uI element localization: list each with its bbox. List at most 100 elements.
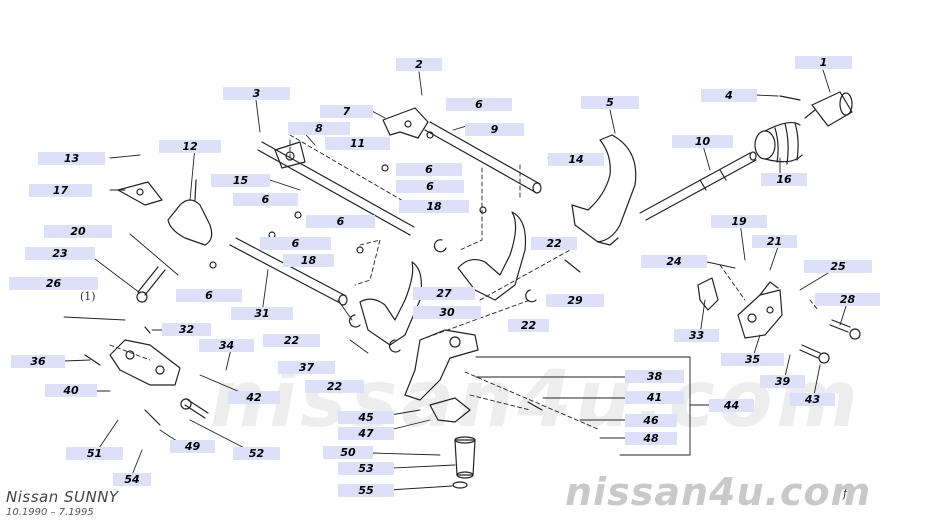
callout-31: 31: [231, 307, 293, 320]
fork-5: [571, 134, 637, 246]
callout-18a: 18: [399, 200, 469, 213]
linkage-42: [109, 339, 181, 386]
fork-30: [359, 261, 422, 346]
clip-22b: [525, 289, 537, 303]
callout-4: 4: [701, 89, 757, 102]
callout-43: 43: [790, 393, 835, 406]
callout-2: 2: [396, 58, 442, 71]
callout-6g: 6: [176, 289, 242, 302]
pin-29: [564, 259, 581, 273]
model-name: Nissan SUNNY: [6, 488, 119, 506]
leader-lines: [37, 69, 849, 492]
shift-rod-upper: [257, 141, 415, 236]
callout-13: 13: [38, 152, 105, 165]
callout-16: 16: [761, 173, 807, 186]
ball-6d: [426, 131, 434, 139]
callout-30: 30: [413, 306, 481, 319]
callout-24: 24: [641, 255, 707, 268]
callout-45: 45: [338, 411, 394, 424]
bolt-28: [829, 319, 861, 340]
model-dates: 10.1990 – 7.1995: [6, 507, 94, 518]
bolt-43: [799, 344, 830, 364]
callout-40: 40: [45, 384, 97, 397]
callout-44: 44: [709, 399, 754, 412]
bracket-33: [697, 277, 719, 311]
callout-9: 9: [465, 123, 524, 136]
callout-28: 28: [815, 293, 880, 306]
ball-6e: [381, 164, 389, 172]
pin-4: [779, 95, 801, 101]
callout-47: 47: [338, 427, 394, 440]
callout-29: 29: [546, 294, 604, 307]
callout-6e: 6: [306, 215, 375, 228]
callout-32: 32: [162, 323, 211, 336]
callout-54: 54: [113, 473, 151, 486]
callout-1: 1: [795, 56, 852, 69]
callout-36: 36: [11, 355, 65, 368]
callout-49: 49: [170, 440, 215, 453]
clip-22d: [389, 339, 401, 353]
bracket-7: [382, 107, 429, 139]
callout-19: 19: [711, 215, 767, 228]
selector-35: [737, 281, 783, 339]
callout-52: 52: [233, 447, 280, 460]
spring-49: [144, 409, 161, 426]
bracket-44: [475, 356, 711, 456]
callout-21: 21: [752, 235, 797, 248]
small-mark: f: [843, 487, 848, 500]
callout-15: 15: [211, 174, 270, 187]
callout-22d: 22: [305, 380, 364, 393]
pin-41: [527, 401, 543, 411]
lever-47: [429, 397, 471, 423]
callout-6d: 6: [233, 193, 298, 206]
callout-50: 50: [323, 446, 373, 459]
callout-22b: 22: [508, 319, 549, 332]
shaft-10: [639, 151, 757, 221]
shift-rod-9: [424, 121, 542, 194]
ball-6c: [209, 261, 217, 269]
callout-33: 33: [674, 329, 719, 342]
callout-26: 26: [9, 277, 98, 290]
callout-5: 5: [581, 96, 639, 109]
callout-7: 7: [320, 105, 373, 118]
clip-22c: [349, 314, 361, 328]
callout-20: 20: [44, 225, 112, 238]
callout-14: 14: [548, 153, 604, 166]
fork-12: [167, 179, 213, 246]
callout-38: 38: [625, 370, 684, 383]
callout-3: 3: [223, 87, 290, 100]
callout-25: 25: [804, 260, 872, 273]
block-8: [274, 141, 306, 169]
callout-42: 42: [228, 391, 280, 404]
callout-6f: 6: [260, 237, 331, 250]
callout-48: 48: [625, 432, 677, 445]
callout-18b: 18: [283, 254, 334, 267]
callout-17: 17: [29, 184, 92, 197]
callout-27: 27: [413, 287, 475, 300]
callout-46: 46: [625, 414, 677, 427]
bolt-26: [136, 266, 166, 303]
ring-55: [452, 481, 468, 489]
bolt-52: [180, 398, 209, 419]
callout-39: 39: [760, 375, 805, 388]
callout-51: 51: [66, 447, 123, 460]
boot-16: [754, 121, 803, 165]
callout-35: 35: [721, 353, 784, 366]
ball-6f: [479, 206, 487, 214]
ball-6b: [294, 211, 302, 219]
housing-1: [804, 91, 853, 127]
shift-rod-31: [229, 237, 348, 306]
callout-23: 23: [25, 247, 95, 260]
clip-22a: [433, 239, 447, 253]
callout-53: 53: [338, 462, 394, 475]
callout-12: 12: [159, 140, 221, 153]
callout-10: 10: [672, 135, 733, 148]
callout-6a: 6: [446, 98, 512, 111]
callout-11: 11: [325, 137, 390, 150]
spring-36: [84, 354, 101, 366]
sleeve-53: [454, 436, 476, 479]
assembly-lines: [109, 134, 819, 431]
callout-55: 55: [338, 484, 394, 497]
